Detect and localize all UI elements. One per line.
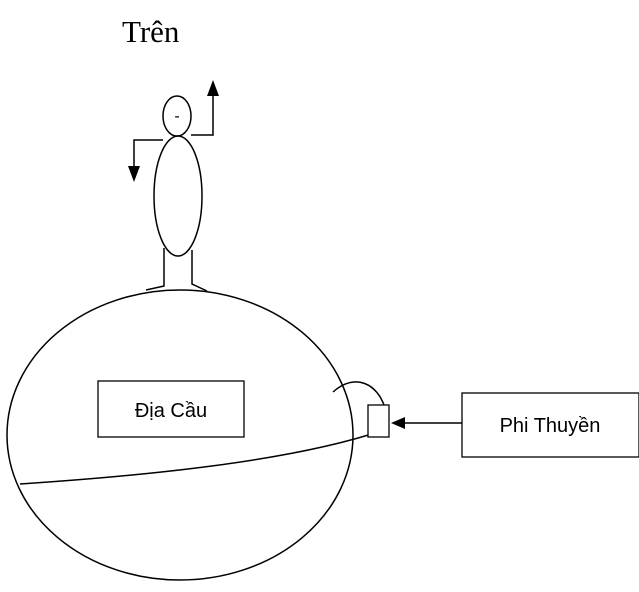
face-mark: - bbox=[174, 108, 179, 125]
down-arrow-icon bbox=[128, 166, 140, 182]
right-leg bbox=[191, 250, 208, 292]
up-arrow-icon bbox=[207, 80, 219, 96]
earth-circle bbox=[6, 289, 354, 581]
earth-globe bbox=[6, 289, 386, 581]
equator-line bbox=[19, 429, 385, 485]
docking-bump bbox=[332, 381, 386, 409]
right-arm bbox=[191, 92, 214, 136]
left-arm bbox=[133, 139, 163, 170]
spaceship-label: Phi Thuyền bbox=[500, 415, 601, 437]
person-body bbox=[153, 135, 203, 257]
top-label: Trên bbox=[122, 14, 180, 49]
person-head bbox=[162, 95, 192, 137]
docking-port bbox=[367, 404, 390, 438]
left-arrow-icon bbox=[391, 417, 405, 429]
left-leg bbox=[145, 248, 165, 291]
person-figure: - bbox=[128, 80, 219, 292]
earth-label-box bbox=[97, 380, 245, 438]
earth-label: Địa Cầu bbox=[135, 400, 207, 422]
spaceship-box bbox=[461, 392, 639, 458]
